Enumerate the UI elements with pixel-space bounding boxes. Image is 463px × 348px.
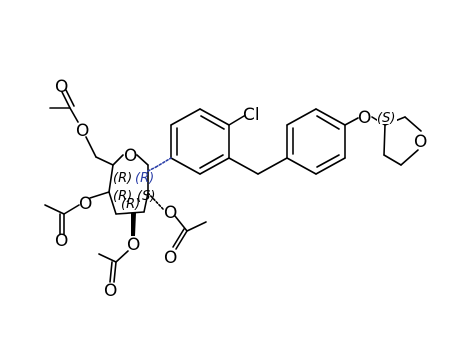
thf-oxygen-atom: O bbox=[414, 132, 427, 152]
stereo-labels: (S) (R) (R) (R) (R) (S) bbox=[113, 110, 397, 212]
c3-ester-oxygen-atom: O bbox=[127, 235, 140, 255]
c6-ester-oxygen-atom: O bbox=[76, 121, 89, 141]
c2-carbonyl-oxygen-atom: O bbox=[164, 248, 177, 268]
c4-carbonyl-oxygen-atom: O bbox=[55, 231, 68, 251]
stereo-label-c4: (R) bbox=[113, 189, 132, 204]
stereo-label-c3: (R) bbox=[121, 197, 140, 212]
ether-oxygen-atom: O bbox=[358, 108, 371, 128]
stereo-label-c2: (S) bbox=[137, 189, 155, 204]
ring-oxygen-atom: O bbox=[124, 146, 137, 166]
chlorine-atom: Cl bbox=[243, 105, 260, 125]
c4-ester-oxygen-atom: O bbox=[79, 194, 92, 214]
c6-carbonyl-oxygen-atom: O bbox=[55, 77, 68, 97]
stereo-label-c5: (R) bbox=[113, 171, 132, 186]
stereo-label-thf-c3: (S) bbox=[377, 111, 395, 126]
atom-labels: Cl O O O O O O O O O O O bbox=[55, 77, 427, 301]
c2-ester-oxygen-atom: O bbox=[164, 203, 177, 223]
stereo-label-c1: (R) bbox=[135, 171, 154, 186]
c3-carbonyl-oxygen-atom: O bbox=[104, 281, 117, 301]
